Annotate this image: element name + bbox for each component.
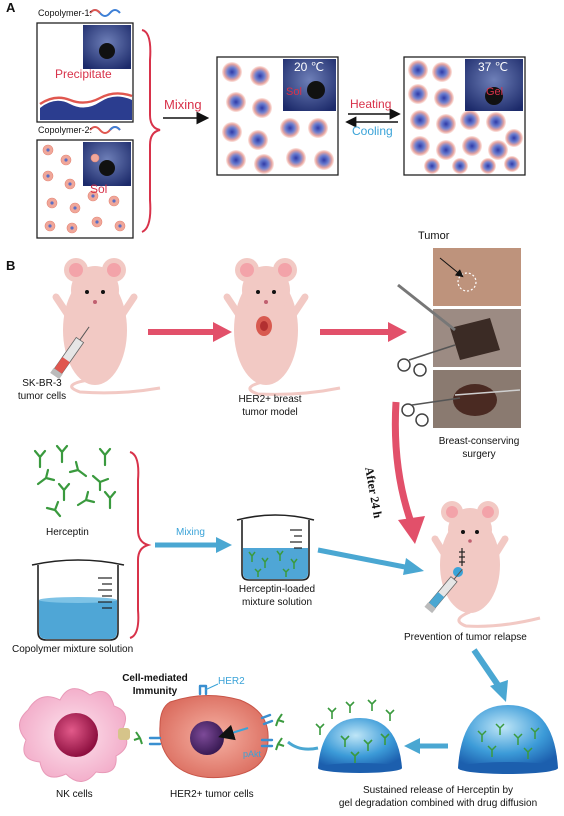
red-arrow-1 <box>148 322 232 342</box>
nk-cells-label: NK cells <box>56 789 93 800</box>
her2-pointer <box>204 683 219 691</box>
her2-model-label-2: tumor model <box>242 407 298 418</box>
tumor-label: Tumor <box>418 230 450 242</box>
panel-a-label: A <box>6 0 16 15</box>
her2-tumor-cell <box>133 684 285 779</box>
mixing-a-label: Mixing <box>164 97 202 112</box>
gel-dome-right <box>458 705 558 774</box>
surgery-photo-3 <box>401 370 521 428</box>
copolymer-beaker <box>31 559 125 641</box>
syringe-1 <box>50 326 90 380</box>
heating-label: Heating <box>350 97 392 111</box>
copolymer2-label: Copolymer-2: <box>38 125 93 135</box>
mouse-3 <box>431 501 541 628</box>
panel-b-label: B <box>6 258 16 273</box>
release-label-1: Sustained release of Herceptin by <box>362 785 514 796</box>
brace-b <box>129 451 152 639</box>
mouse-1 <box>52 258 161 395</box>
surgery-label-1: Breast-conserving <box>438 436 520 447</box>
temp-right-label: 37 ℃ <box>478 60 509 74</box>
copolymer-mix-label: Copolymer mixture solution <box>12 644 134 655</box>
cell-mediated-label-2: Immunity <box>132 686 178 697</box>
pakt-label: pAkt <box>243 749 262 759</box>
blue-arrow-mixing <box>155 537 232 553</box>
release-label-2: gel degradation combined with drug diffu… <box>338 798 538 809</box>
copolymer2-box <box>36 139 134 239</box>
loaded-label-2: mixture solution <box>241 597 313 608</box>
sol-mid-label: Sol <box>286 86 302 98</box>
after-24h-arrow <box>391 401 425 544</box>
syringe-3 <box>424 568 463 614</box>
her2-label: HER2 <box>218 676 245 687</box>
release-arrow <box>287 740 319 751</box>
blue-arrow-left <box>404 738 448 754</box>
sol-box <box>216 56 339 176</box>
cooling-label: Cooling <box>352 124 393 138</box>
copolymer1-box <box>36 22 134 123</box>
prevention-label: Prevention of tumor relapse <box>404 632 527 643</box>
skbr3-label-1: SK-BR-3 <box>22 378 62 389</box>
copolymer1-label: Copolymer-1: <box>38 8 93 18</box>
temp-mid-label: 20 ℃ <box>294 60 325 74</box>
gel-label: Gel <box>486 86 504 98</box>
red-arrow-2 <box>320 322 407 342</box>
gel-dome-left <box>315 699 402 773</box>
loaded-label-1: Herceptin-loaded <box>238 584 316 595</box>
her2-model-label-1: HER2+ breast <box>238 394 302 405</box>
skbr3-label-2: tumor cells <box>17 391 67 402</box>
herceptin-loaded-beaker <box>236 514 315 581</box>
brace-a <box>141 29 161 233</box>
mouse-2 <box>223 258 341 396</box>
herceptin-antibodies <box>33 444 117 518</box>
nk-cell <box>19 688 130 782</box>
surgery-photo-1 <box>433 248 521 306</box>
precipitate-label: Precipitate <box>55 67 112 81</box>
surgery-photo-2 <box>397 283 521 377</box>
blue-arrow-to-mouse <box>317 547 424 575</box>
blue-arrow-down <box>471 648 508 702</box>
her2-cells-label: HER2+ tumor cells <box>170 789 254 800</box>
mixing-b-label: Mixing <box>176 527 205 538</box>
sol-left-label: Sol <box>90 182 108 196</box>
herceptin-label: Herceptin <box>46 527 89 538</box>
surgery-label-2: surgery <box>462 449 496 460</box>
cell-mediated-label-1: Cell-mediated <box>122 673 188 684</box>
gel-box <box>403 56 526 176</box>
